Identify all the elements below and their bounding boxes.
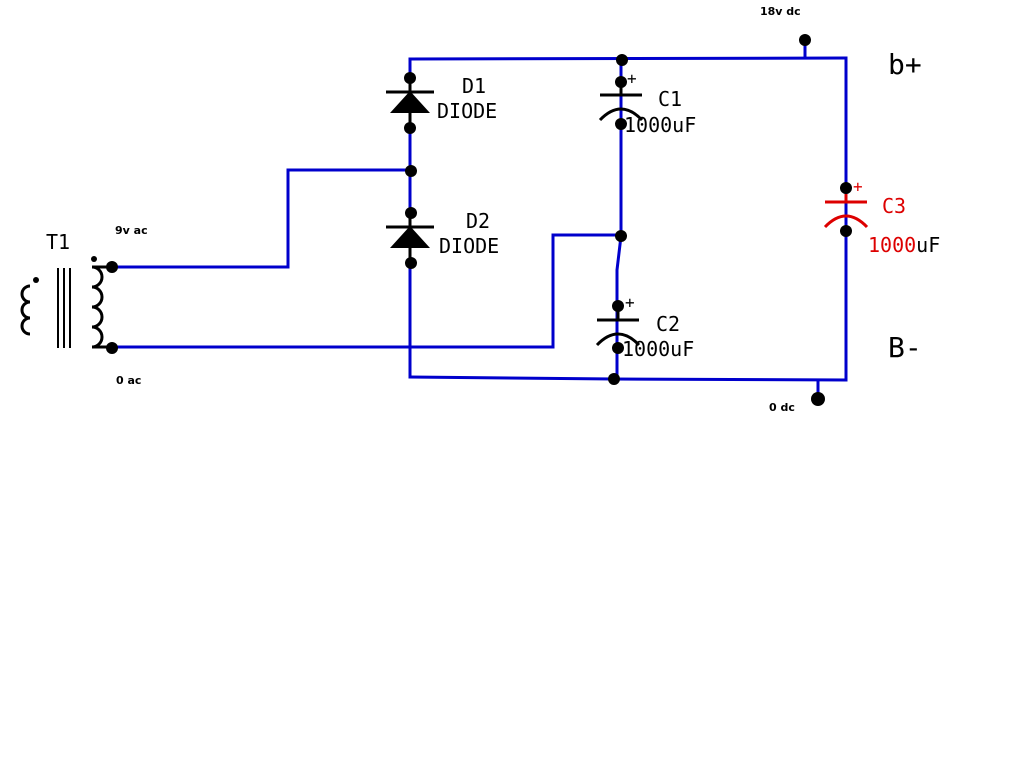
transformer-ref: T1: [46, 230, 70, 254]
capacitor-c3-pin-plus: [840, 182, 852, 194]
capacitor-c2: + C2 1000uF: [595, 293, 694, 361]
capacitor-c1-curve: [598, 107, 644, 122]
wire-ac-bottom: [110, 233, 623, 349]
label-9v-ac: 9v ac: [115, 224, 148, 237]
diode-d2: D2 DIODE: [386, 207, 499, 269]
transformer-terminal-top: [106, 261, 118, 273]
capacitor-c1: + C1 1000uF: [598, 54, 696, 137]
diode-d2-ref: D2: [466, 209, 490, 233]
label-0-ac: 0 ac: [116, 374, 141, 387]
capacitor-c1-value: 1000uF: [624, 113, 696, 137]
diode-d1-type: DIODE: [437, 99, 497, 123]
transformer-terminal-bottom: [106, 342, 118, 354]
junction-bottom: [608, 373, 620, 385]
wire-ac-top: [110, 168, 412, 269]
label-18v-dc: 18v dc: [760, 5, 801, 18]
capacitor-c3-ref: C3: [882, 194, 906, 218]
junction-diode-mid: [405, 165, 417, 177]
capacitor-c3-curve: [823, 214, 869, 229]
capacitor-c3-polarity: +: [853, 177, 863, 196]
transformer-secondary-coil: [91, 265, 104, 349]
label-0-dc: 0 dc: [769, 401, 795, 414]
label-b-minus: B-: [888, 331, 922, 364]
wire-bottom-rail: [408, 375, 848, 382]
testpoint-18v-dc: [799, 34, 811, 46]
capacitor-c1-ref: C1: [658, 87, 682, 111]
capacitor-c2-value: 1000uF: [622, 337, 694, 361]
diode-d1: D1 DIODE: [386, 72, 497, 134]
junction-cap-mid: [615, 230, 627, 242]
capacitor-c2-pin-minus: [612, 342, 624, 354]
transformer-t1: T1: [20, 230, 118, 354]
capacitor-c2-polarity: +: [625, 293, 635, 312]
capacitor-c3-value-unit: uF: [916, 233, 940, 257]
capacitor-c2-ref: C2: [656, 312, 680, 336]
wire-cap-column: [615, 56, 623, 381]
label-b-plus: b+: [888, 48, 922, 81]
capacitor-c3: + C3 1000uF: [823, 177, 940, 257]
diode-d2-type: DIODE: [439, 234, 499, 258]
capacitor-c1-polarity: +: [627, 69, 637, 88]
transformer-primary-coil: [20, 284, 31, 336]
junction-c1-top: [616, 54, 628, 66]
wire-top-rail: [408, 56, 848, 61]
capacitor-c2-curve: [595, 332, 641, 347]
testpoint-0-dc: [811, 392, 825, 406]
capacitor-c3-value: 1000uF: [868, 233, 940, 257]
diode-d1-symbol: [390, 91, 430, 113]
capacitor-c3-value-number: 1000: [868, 233, 916, 257]
diode-d2-symbol: [390, 226, 430, 248]
capacitor-c1-pin-minus: [615, 118, 627, 130]
capacitor-c3-pin-minus: [840, 225, 852, 237]
diode-d1-ref: D1: [462, 74, 486, 98]
